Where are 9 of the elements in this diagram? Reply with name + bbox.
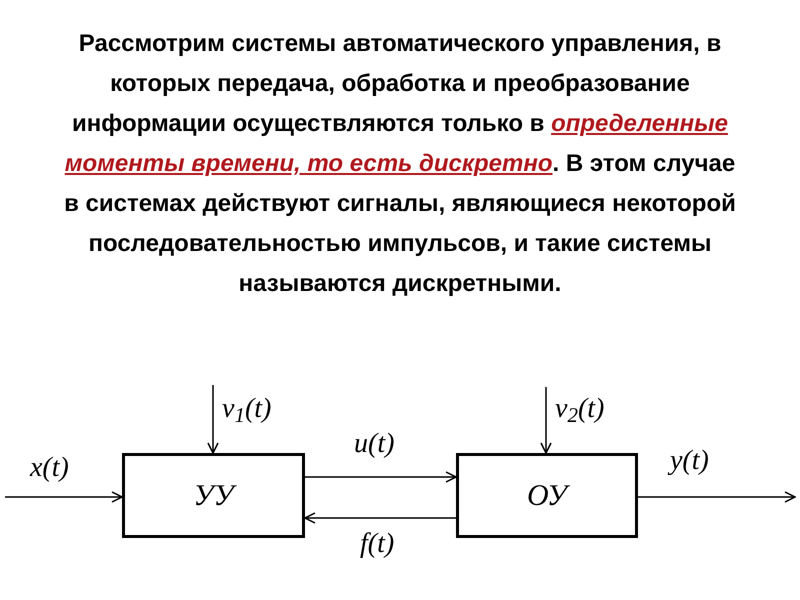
arrow <box>305 471 457 483</box>
arrow <box>5 491 123 503</box>
arrow <box>540 387 552 454</box>
paragraph: Рассмотрим системы автоматического управления, в которых передача, обработка и преобразование информации осуществляются только в определенные моменты времени, то есть дискретно. В этом случае в системах действуют сигналы, являющиеся некоторой последовательностью импульсов, и такие системы называются дискретными. <box>63 29 737 299</box>
block-box <box>122 453 305 538</box>
block-box <box>456 453 638 538</box>
arrow <box>638 491 796 503</box>
arrow <box>207 385 219 454</box>
arrow <box>304 512 456 524</box>
